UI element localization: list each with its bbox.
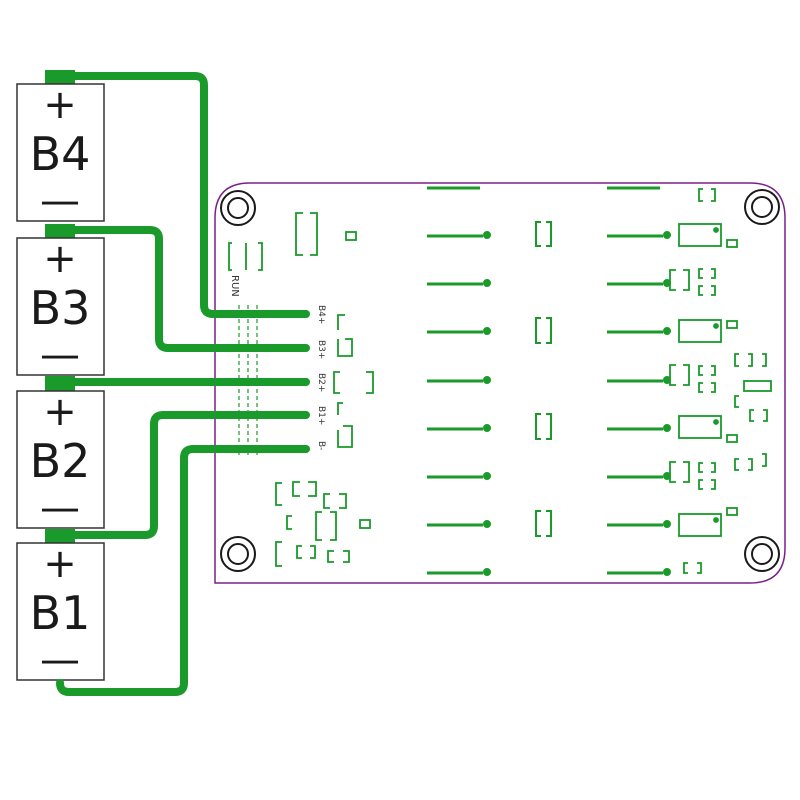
- pad-label-b1-plus: B1+: [316, 406, 326, 425]
- cell-b1-plus: +: [43, 541, 77, 587]
- mosfet-rows: [427, 186, 671, 576]
- cell-b4-label: B4: [30, 127, 91, 181]
- mounting-hole-top-left: [220, 190, 256, 226]
- wire-b4-plus: [56, 72, 309, 318]
- cell-b3-label: B3: [30, 281, 91, 335]
- battery-cell-b1: + B1 —: [16, 529, 105, 683]
- cell-b1-minus: —: [40, 637, 80, 683]
- dashed-crossings: [238, 305, 258, 455]
- pad-label-b-minus: B-: [316, 441, 326, 450]
- battery-cell-b2: + B2 —: [16, 376, 105, 531]
- run-label: RUN: [229, 275, 240, 297]
- right-components: [669, 188, 772, 574]
- mounting-hole-top-right: [744, 189, 780, 225]
- battery-cell-b4: + B4 —: [16, 70, 105, 224]
- battery-cell-b3: + B3 —: [16, 224, 105, 378]
- cell-b3-minus: —: [40, 332, 80, 378]
- bms-board: RUN B4+ B3+ B2+ B1+ B-: [214, 182, 786, 584]
- wire-b3-plus: [56, 226, 309, 352]
- mounting-hole-bottom-right: [744, 536, 780, 572]
- cell-b2-plus: +: [43, 389, 77, 435]
- board-outline: [214, 182, 786, 584]
- cell-b1-label: B1: [30, 586, 91, 640]
- cell-b4-minus: —: [40, 178, 80, 224]
- wire-b-minus: [56, 445, 309, 696]
- pad-labels: B4+ B3+ B2+ B1+ B-: [316, 305, 326, 450]
- cell-b2-minus: —: [40, 485, 80, 531]
- cell-b3-plus: +: [43, 236, 77, 282]
- center-capacitors: [535, 221, 552, 537]
- wire-b1-plus: [56, 411, 309, 539]
- mounting-hole-bottom-left: [220, 536, 256, 572]
- pad-label-b4-plus: B4+: [316, 305, 326, 324]
- cell-b4-plus: +: [43, 82, 77, 128]
- battery-cells: + B4 — + B3 — + B2 — + B1 —: [16, 70, 105, 683]
- left-components: [228, 212, 374, 567]
- cell-b2-label: B2: [30, 434, 91, 488]
- wires: [56, 72, 309, 696]
- wire-terminals: [302, 310, 310, 453]
- pad-label-b3-plus: B3+: [316, 340, 326, 359]
- pad-label-b2-plus: B2+: [316, 373, 326, 392]
